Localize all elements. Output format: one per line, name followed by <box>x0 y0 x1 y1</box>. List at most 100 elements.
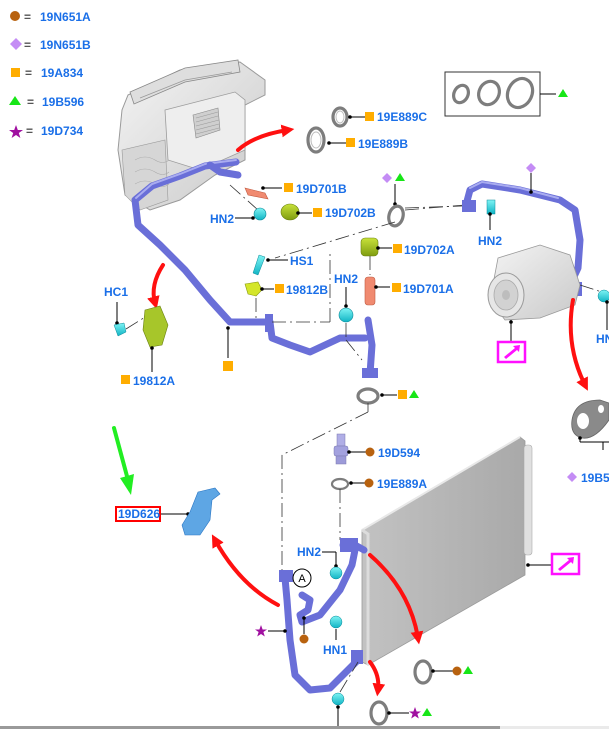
bracket-19812B: 19812B <box>244 250 331 323</box>
part-label-hn1[interactable]: HN1 <box>323 643 347 657</box>
part-label-19D701A[interactable]: 19D701A <box>403 282 454 296</box>
legend-equals: = <box>24 10 31 24</box>
clip-bottom <box>331 661 359 726</box>
legend-equals: = <box>25 66 32 80</box>
compressor-detail-link[interactable] <box>496 340 527 364</box>
clip-hn2-lower: HN2 <box>297 545 343 580</box>
part-label-hn2[interactable]: HN2 <box>297 545 321 559</box>
purple-star-icon <box>255 625 267 637</box>
purple-star-icon <box>9 125 23 138</box>
legend-label: 19N651B <box>40 38 91 52</box>
green-triangle-icon <box>9 96 21 105</box>
horizontal-scrollbar[interactable] <box>0 726 609 729</box>
clip-hc1: HC1 <box>104 285 151 337</box>
part-label-hn2[interactable]: HN2 <box>210 212 234 226</box>
clip-hn2-compressor: HN2 <box>404 199 502 248</box>
legend-label: 19A834 <box>41 66 83 80</box>
orange-square-icon <box>398 390 407 399</box>
red-arrow-pipe-to-bracket-19D626 <box>211 534 280 607</box>
legend-item-19N651A: = 19N651A <box>10 10 91 24</box>
green-triangle-icon <box>409 390 419 398</box>
ring-lower-right <box>413 659 473 685</box>
orange-square-icon <box>392 283 401 292</box>
pipe-lower-star <box>255 625 287 637</box>
orange-square-icon <box>121 375 130 384</box>
orange-square-icon <box>313 208 322 217</box>
part-label-19E889A[interactable]: 19E889A <box>377 477 427 491</box>
condenser <box>361 436 552 666</box>
part-label-hn2[interactable]: HN2 <box>478 234 502 248</box>
brown-circle-icon <box>364 478 374 488</box>
seal-kit-box <box>444 71 568 117</box>
condenser-detail-link[interactable] <box>550 552 581 576</box>
ring-top-mid <box>274 173 466 259</box>
pipe-liquid-line <box>279 538 368 694</box>
brown-circle-icon <box>10 11 20 21</box>
seal-19E889C: 19E889C <box>331 106 427 128</box>
part-label-19812B[interactable]: 19812B <box>286 283 328 297</box>
sensor-hs1: HS1 <box>252 254 314 276</box>
orange-square-icon <box>223 361 233 371</box>
part-label-19D626[interactable]: 19D626 <box>118 507 160 521</box>
orange-square-icon <box>393 244 402 253</box>
callout-letter: A <box>298 573 306 585</box>
ring-mid <box>281 387 419 575</box>
pipe-suction-callout <box>223 326 233 371</box>
green-triangle-icon <box>395 173 405 181</box>
legend-item-19B596: = 19B596 <box>9 95 84 109</box>
clip-hn1-lower: HN1 <box>323 615 347 657</box>
clip-hn-right: HN <box>579 284 609 346</box>
orange-square-icon <box>275 284 284 293</box>
purple-diamond-icon <box>10 38 22 50</box>
cap-19D702A: 19D702A <box>360 237 455 275</box>
red-arrow-pipe-to-bracket <box>147 263 165 310</box>
red-arrow-hvac-to-seals <box>236 124 295 152</box>
legend-label: 19N651A <box>40 10 91 24</box>
red-arrow-condenser-to-ring <box>368 553 424 645</box>
legend-equals: = <box>24 38 31 52</box>
hvac-evaporator-unit <box>117 59 266 211</box>
arrow-link-icon <box>558 557 574 571</box>
brown-circle-icon <box>365 447 375 457</box>
part-label-19D702B[interactable]: 19D702B <box>325 206 376 220</box>
part-label-hn[interactable]: HN <box>596 332 609 346</box>
red-arrow-condenser-to-ring-bottom <box>368 660 386 697</box>
pipe-suction-line <box>131 158 378 378</box>
part-label-19D701B[interactable]: 19D701B <box>296 182 347 196</box>
legend: = 19N651A = 19N651B = 19A834 = 19B596 = … <box>9 10 91 138</box>
part-label-hc1[interactable]: HC1 <box>104 285 128 299</box>
seal-19E889B: 19E889B <box>306 126 408 154</box>
green-triangle-icon <box>463 666 473 674</box>
ring-bottom <box>369 700 432 726</box>
part-label-19B5[interactable]: 19B5 <box>581 471 609 485</box>
brown-circle-icon <box>452 666 462 676</box>
bracket-19812A: 19812A <box>121 305 175 388</box>
highlight-box <box>115 506 161 522</box>
purple-star-icon <box>409 707 421 719</box>
arrow-link-icon <box>504 345 520 359</box>
legend-item-19A834: = 19A834 <box>11 66 83 80</box>
green-arrow-icon <box>112 426 130 482</box>
purple-diamond-icon <box>382 173 392 183</box>
part-label-19D594[interactable]: 19D594 <box>378 446 420 460</box>
bracket-19D626-group: 19D626 <box>112 426 221 536</box>
purple-diamond-icon <box>526 163 536 173</box>
pipe-lower-circle <box>299 616 309 644</box>
part-label-19E889B[interactable]: 19E889B <box>358 137 408 151</box>
legend-label: 19B596 <box>42 95 84 109</box>
clip-hn2-top-left: HN2 <box>210 184 267 226</box>
legend-equals: = <box>27 95 34 109</box>
pressure-sensor-19D594: 19D594 <box>333 433 420 465</box>
orange-square-icon <box>365 112 374 121</box>
part-label-19E889C[interactable]: 19E889C <box>377 110 427 124</box>
part-label-19D702A[interactable]: 19D702A <box>404 243 455 257</box>
part-label-hs1[interactable]: HS1 <box>290 254 314 268</box>
orange-square-icon <box>284 183 293 192</box>
valve-19D701B: 19D701B <box>244 182 347 200</box>
part-label-19812A[interactable]: 19812A <box>133 374 175 388</box>
legend-equals: = <box>26 124 33 138</box>
part-label-hn2[interactable]: HN2 <box>334 272 358 286</box>
ac-compressor <box>487 244 581 342</box>
horizontal-scrollbar-thumb[interactable] <box>0 726 500 729</box>
